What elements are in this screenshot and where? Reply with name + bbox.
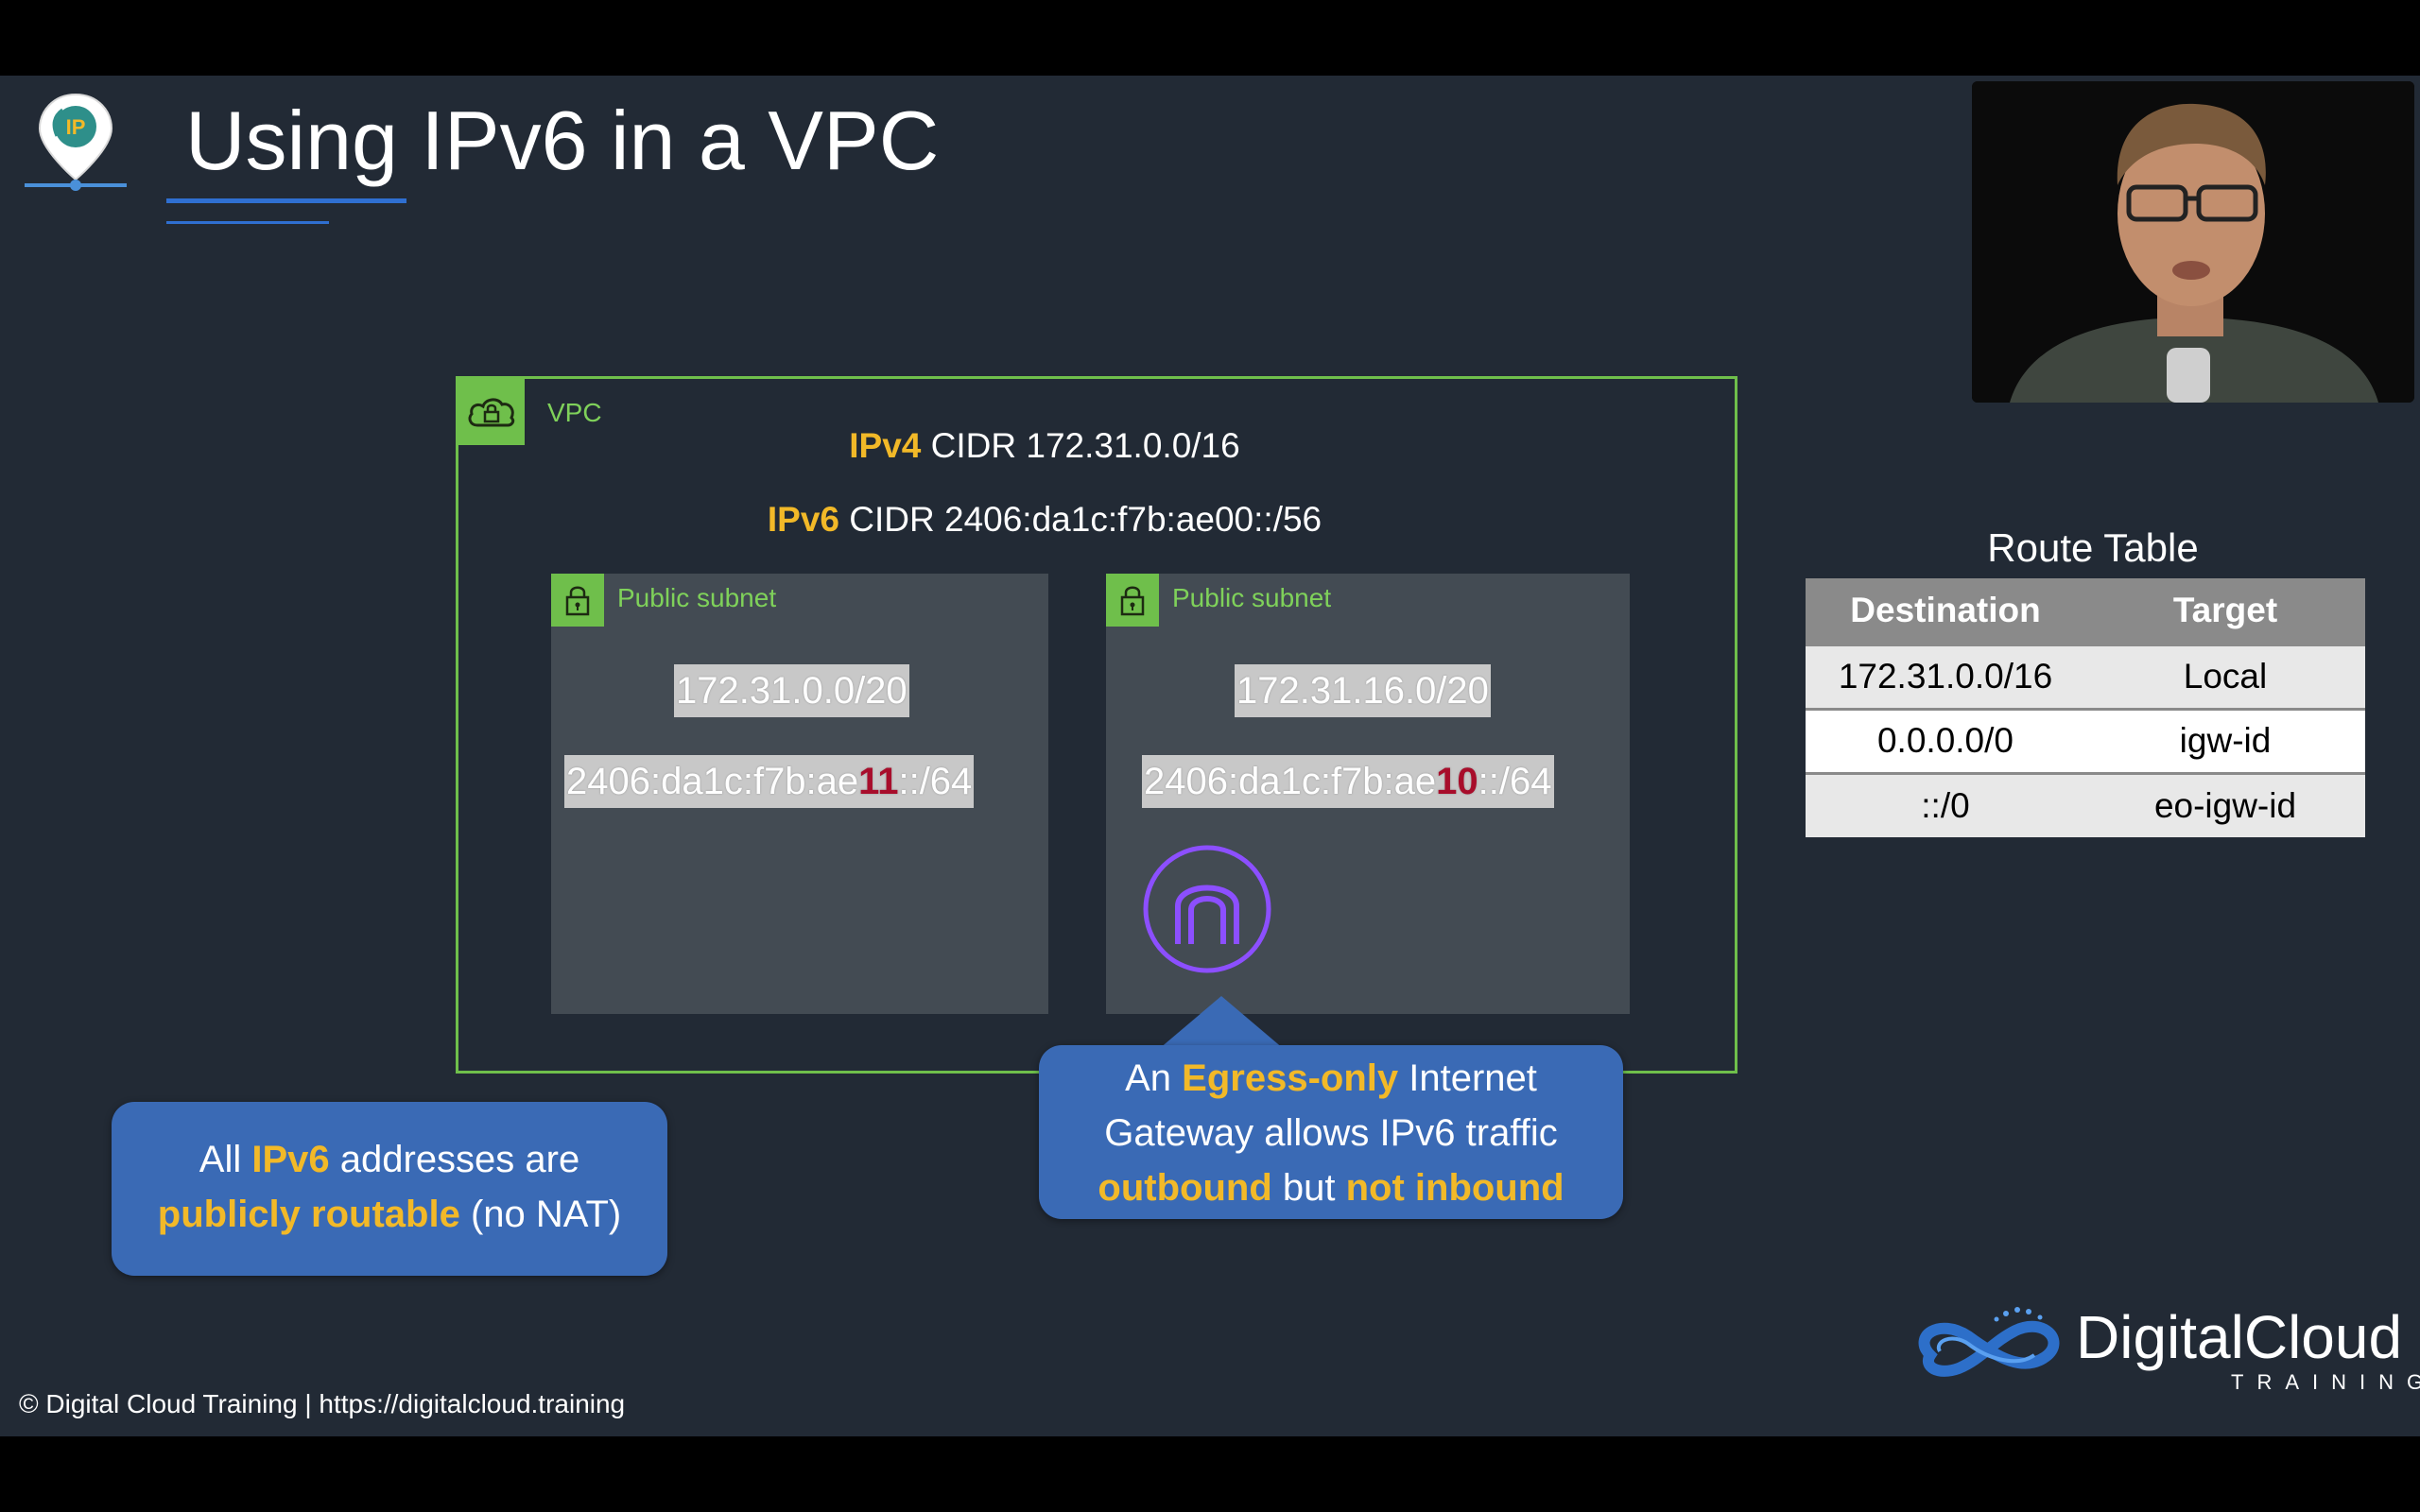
callout-text: addresses are	[329, 1139, 580, 1180]
callout-text: Internet	[1398, 1057, 1537, 1099]
ipv6-cidr-text: CIDR 2406:da1c:f7b:ae00::/56	[849, 500, 1322, 539]
infinity-logo-icon	[1918, 1307, 2060, 1377]
digital-cloud-logo: DigitalCloud TRAINING	[1902, 1295, 2420, 1399]
callout-text: An	[1125, 1057, 1183, 1099]
column-header-target: Target	[2085, 578, 2365, 644]
vpc-ipv6-cidr: IPv6 CIDR 2406:da1c:f7b:ae00::/56	[695, 500, 1394, 540]
callout-highlight: publicly routable	[157, 1194, 460, 1235]
title-underline	[166, 198, 406, 203]
route-destination: 0.0.0.0/0	[1806, 707, 2085, 773]
route-destination: 172.31.0.0/16	[1806, 643, 2085, 709]
callout-highlight: IPv6	[251, 1139, 330, 1180]
slide: IP Using IPv6 in a VPC	[0, 76, 2420, 1436]
route-target: eo-igw-id	[2085, 771, 2365, 837]
route-target: igw-id	[2085, 707, 2365, 773]
callout-egress-only-igw: An Egress-only Internet Gateway allows I…	[1039, 1045, 1623, 1219]
egress-only-internet-gateway-icon	[1142, 844, 1272, 974]
letterbox-top	[0, 0, 2420, 76]
subnet-ipv4-cidr: 172.31.16.0/20	[1235, 664, 1491, 717]
ipv6-suffix: ::/64	[898, 761, 973, 802]
subnet-label: Public subnet	[1172, 583, 1332, 612]
lock-icon	[1106, 574, 1159, 627]
ipv6-tag: IPv6	[767, 500, 839, 539]
lock-icon	[551, 574, 604, 627]
page-title: Using IPv6 in a VPC	[185, 94, 940, 187]
ipv4-cidr-text: CIDR 172.31.0.0/16	[930, 426, 1240, 465]
table-row: ::/0 eo-igw-id	[1806, 771, 2365, 837]
vpc-container: VPC IPv4 CIDR 172.31.0.0/16 IPv6 CIDR 24…	[456, 376, 1737, 1074]
presenter-webcam	[1972, 81, 2414, 403]
letterbox-bottom	[0, 1436, 2420, 1512]
table-row: 0.0.0.0/0 igw-id	[1806, 707, 2365, 773]
cloud-lock-icon	[458, 379, 525, 445]
logo-text: IP	[66, 115, 86, 139]
route-table-header: Destination Target	[1806, 578, 2365, 644]
brand-sub: TRAINING	[2231, 1370, 2420, 1394]
callout-highlight: not inbound	[1345, 1167, 1564, 1209]
callout-ipv6-public: All IPv6 addresses are publicly routable…	[112, 1102, 667, 1276]
callout-text: All	[199, 1139, 252, 1180]
ipv4-tag: IPv4	[849, 426, 922, 465]
ipv6-prefix: 2406:da1c:f7b:ae	[566, 761, 859, 802]
callout-text: (no NAT)	[459, 1194, 622, 1235]
brand-name: DigitalCloud	[2076, 1303, 2403, 1371]
subnet-ipv6-cidr: 2406:da1c:f7b:ae11::/64	[564, 755, 975, 808]
footer-copyright: © Digital Cloud Training | https://digit…	[19, 1389, 626, 1418]
vpc-label: VPC	[547, 398, 602, 427]
ip-logo-icon: IP	[21, 89, 130, 193]
callout-pointer	[1159, 996, 1284, 1049]
column-header-destination: Destination	[1806, 578, 2085, 644]
public-subnet-2: Public subnet 172.31.16.0/20 2406:da1c:f…	[1106, 574, 1630, 1014]
route-table-title: Route Table	[1987, 525, 2199, 570]
ipv6-prefix: 2406:da1c:f7b:ae	[1144, 761, 1437, 802]
subnet-ipv6-cidr: 2406:da1c:f7b:ae10::/64	[1142, 755, 1554, 808]
route-target: Local	[2085, 643, 2365, 709]
public-subnet-1: Public subnet 172.31.0.0/20 2406:da1c:f7…	[551, 574, 1048, 1014]
route-destination: ::/0	[1806, 771, 2085, 837]
subnet-label: Public subnet	[617, 583, 777, 612]
ipv6-subnet-id: 10	[1436, 761, 1478, 802]
vpc-ipv4-cidr: IPv4 CIDR 172.31.0.0/16	[695, 426, 1394, 466]
route-table: Destination Target 172.31.0.0/16 Local 0…	[1806, 578, 2365, 837]
callout-text: but	[1271, 1167, 1346, 1209]
table-row: 172.31.0.0/16 Local	[1806, 643, 2365, 709]
title-underline-secondary	[166, 221, 329, 224]
callout-text: Gateway allows IPv6 traffic	[1104, 1112, 1558, 1154]
ipv6-subnet-id: 11	[858, 761, 899, 802]
callout-highlight: Egress-only	[1182, 1057, 1399, 1099]
ipv6-suffix: ::/64	[1478, 761, 1552, 802]
callout-highlight: outbound	[1098, 1167, 1272, 1209]
subnet-ipv4-cidr: 172.31.0.0/20	[674, 664, 909, 717]
